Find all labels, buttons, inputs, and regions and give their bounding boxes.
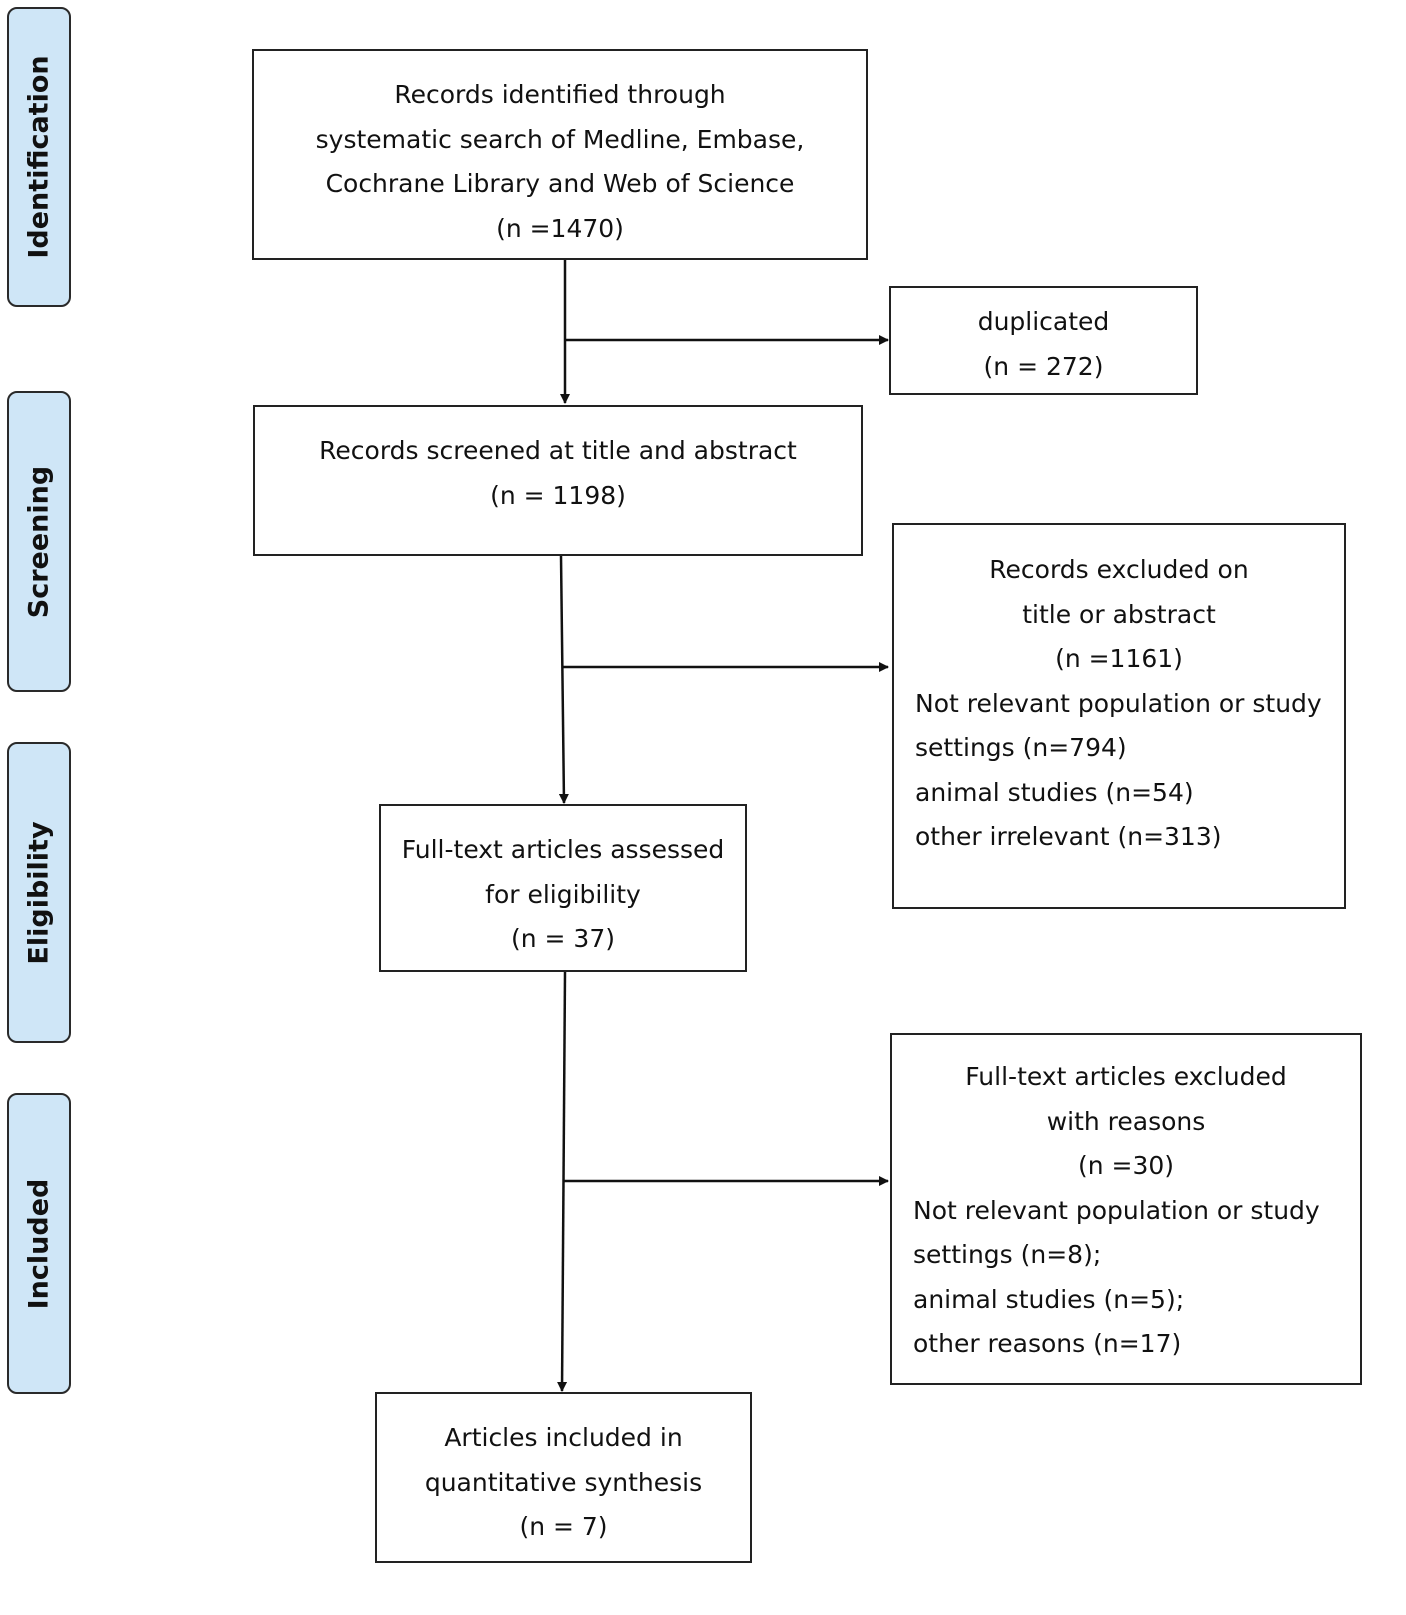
fulltext-assessed-count: (n = 37): [510, 924, 615, 953]
excluded-fulltext-header-2: with reasons: [1046, 1106, 1206, 1136]
records-screened-label: Records screened at title and abstract: [319, 436, 797, 465]
phase-included: Included: [7, 1093, 71, 1394]
records-identified-line-2: systematic search of Medline, Embase,: [315, 124, 805, 154]
excluded-fulltext-header-1: Full-text articles excluded: [965, 1062, 1287, 1091]
excluded-fulltext-reason-3: other reasons (n=17): [913, 1329, 1182, 1358]
excluded-title-reason-1-cont: settings (n=794): [915, 733, 1127, 762]
records-identified-box: Records identified through systematic se…: [252, 49, 868, 260]
excluded-title-header-2: title or abstract: [1022, 599, 1216, 629]
duplicated-count: (n = 272): [983, 351, 1104, 381]
fulltext-assessed-line-1: Full-text articles assessed: [401, 835, 725, 864]
phase-screening: Screening: [7, 391, 71, 692]
excluded-fulltext-count: (n =30): [1077, 1151, 1175, 1180]
articles-included-count: (n = 7): [519, 1512, 608, 1541]
fulltext-assessed-box: Full-text articles assessed for eligibil…: [379, 804, 747, 972]
fulltext-assessed-line-2: for eligibility: [485, 879, 641, 909]
excluded-fulltext-reason-1-cont: settings (n=8);: [913, 1240, 1102, 1269]
excluded-fulltext-reason-1: Not relevant population or study: [913, 1195, 1320, 1225]
records-screened-count: (n = 1198): [490, 480, 626, 510]
records-identified-count: (n =1470): [496, 213, 624, 243]
records-excluded-title-box: Records excluded on title or abstract (n…: [892, 523, 1346, 909]
articles-included-line-2: quantitative synthesis: [424, 1467, 703, 1497]
articles-included-line-1: Articles included in: [444, 1423, 683, 1452]
records-identified-line-1: Records identified through: [394, 80, 726, 109]
duplicated-label: duplicated: [977, 307, 1110, 336]
arrow-screened-to-fulltext: [558, 555, 569, 804]
excluded-title-count: (n =1161): [1055, 644, 1183, 673]
excluded-fulltext-reason-2: animal studies (n=5);: [913, 1284, 1185, 1314]
excluded-title-header-1: Records excluded on: [989, 555, 1249, 584]
fulltext-excluded-box: Full-text articles excluded with reasons…: [890, 1033, 1362, 1385]
phase-eligibility: Eligibility: [7, 742, 71, 1043]
excluded-title-reason-3: other irrelevant (n=313): [915, 822, 1222, 851]
arrow-fulltext-to-included: [557, 971, 568, 1392]
phase-identification: Identification: [7, 7, 71, 307]
records-screened-box: Records screened at title and abstract (…: [253, 405, 863, 556]
duplicated-box: duplicated (n = 272): [889, 286, 1198, 395]
articles-included-box: Articles included in quantitative synthe…: [375, 1392, 752, 1563]
records-identified-line-3: Cochrane Library and Web of Science: [325, 169, 795, 198]
excluded-title-reason-2: animal studies (n=54): [915, 777, 1194, 807]
excluded-title-reason-1: Not relevant population or study: [915, 688, 1322, 718]
